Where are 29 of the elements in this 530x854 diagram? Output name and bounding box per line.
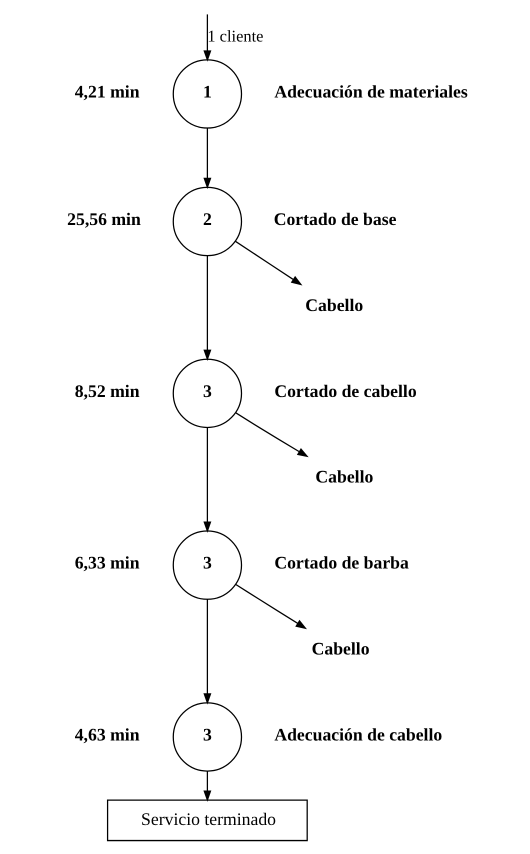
node-label: 8,52 min [74, 380, 140, 401]
node-label: 4,21 min [74, 81, 140, 102]
edge-label: 1 cliente [206, 26, 263, 46]
node-label: Adecuación de cabello [274, 724, 442, 744]
arrow [234, 412, 308, 458]
node-text: Cabello [314, 466, 373, 487]
node-label: Cortado de cabello [274, 380, 416, 401]
arrow [202, 256, 211, 362]
arrow [202, 599, 211, 705]
node-box: Servicio terminado [106, 800, 308, 842]
arrow [202, 771, 211, 802]
node-circle: 3 [172, 530, 242, 600]
arrow [234, 240, 302, 286]
node-text: Cabello [304, 294, 363, 315]
node-circle: 3 [172, 702, 242, 772]
node-circle: 3 [172, 358, 242, 428]
node-circle: 1 [172, 59, 242, 129]
arrow [202, 128, 211, 190]
node-text: Cabello [311, 638, 370, 658]
node-label: 6,33 min [74, 552, 140, 573]
node-label: Cortado de base [273, 208, 396, 229]
arrow [202, 428, 211, 533]
node-label: 25,56 min [66, 208, 140, 229]
arrow [235, 584, 306, 630]
node-label: Cortado de barba [274, 552, 408, 573]
node-label: Adecuación de materiales [274, 81, 468, 102]
node-label: 4,63 min [74, 724, 140, 744]
arrow [202, 14, 211, 62]
node-circle: 2 [172, 186, 242, 256]
